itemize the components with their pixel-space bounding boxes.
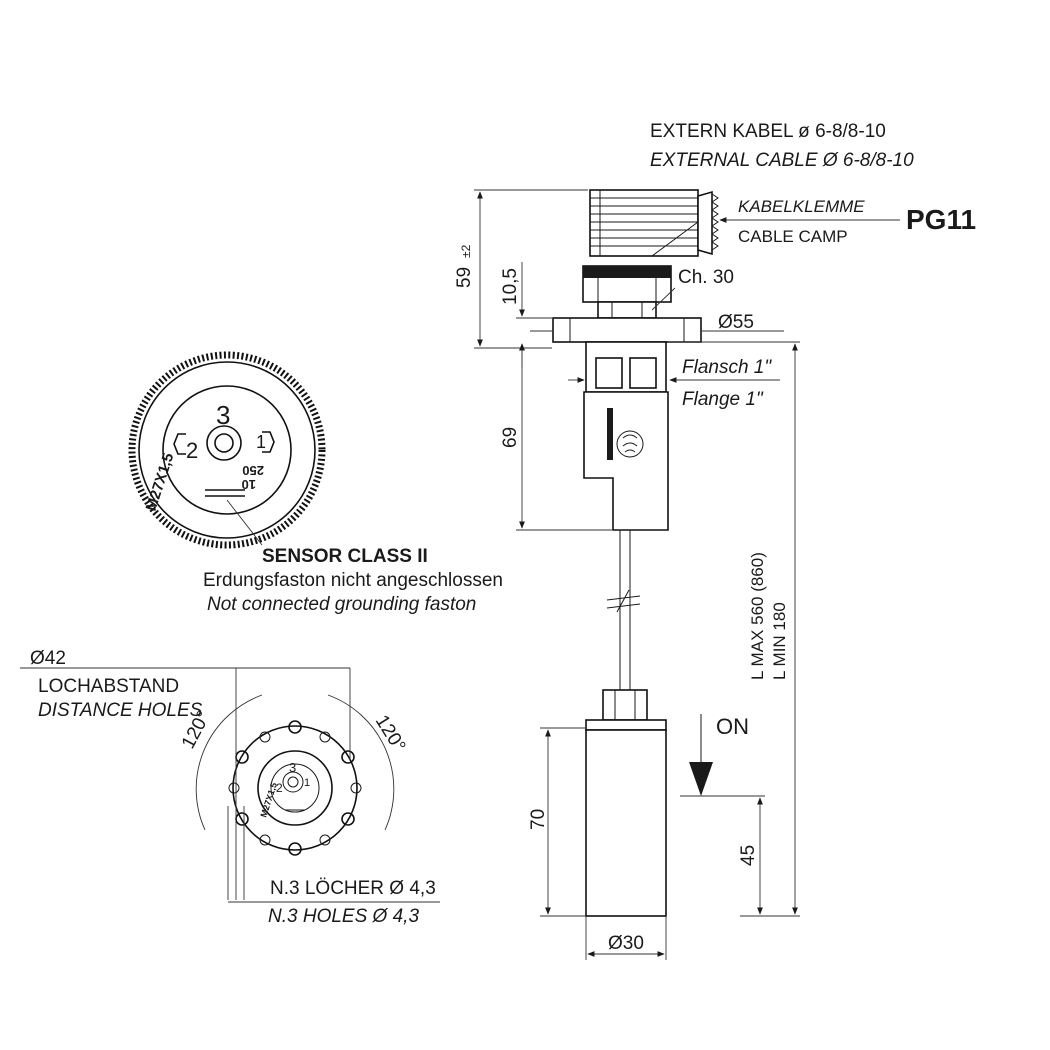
flange-bottom-view [195,694,395,856]
float [585,689,667,917]
l-min-label: L MIN 180 [770,602,789,680]
dim-10-5: 10,5 [500,268,521,305]
wrench-size-label: Ch. 30 [678,267,734,288]
dim-42-label: Ø42 [30,648,66,669]
lochabstand-label: LOCHABSTAND [38,676,179,697]
conn-num-10: 10 [242,477,256,492]
erdung-de-label: Erdungsfaston nicht angeschlossen [203,570,503,591]
distance-holes-label: DISTANCE HOLES [38,700,203,721]
erdung-en-label: Not connected grounding faston [207,594,476,615]
kabelklemme-label: KABELKLEMME [738,197,865,216]
pg11-label: PG11 [906,204,976,235]
dim-70: 70 [528,809,549,830]
extern-kabel-label: EXTERN KABEL ø 6-8/8-10 [650,121,886,142]
dim-59: 59 [454,267,475,288]
dim-69: 69 [500,427,521,448]
flange-pin-2: 2 [276,781,283,795]
connector-top-view [128,351,326,549]
conn-pin-3: 3 [216,400,230,430]
flange-label: Flange 1" [682,389,764,410]
flange-pin-1: 1 [304,777,310,789]
conn-pin-2: 2 [186,438,198,463]
conn-pin-1: 1 [256,432,266,452]
flange-holes [228,720,362,856]
holes-de-label: N.3 LÖCHER Ø 4,3 [270,878,436,899]
conn-num-250: 250 [242,463,264,478]
l-max-label: L MAX 560 (860) [748,552,767,680]
sensor-body [583,341,669,531]
sensor-class-label: SENSOR CLASS II [262,546,428,567]
dim-float-dia: Ø30 [608,933,644,954]
flange-pin-3: 3 [289,760,296,775]
cable-camp-label: CABLE CAMP [738,227,848,246]
dim-45: 45 [738,845,759,866]
flansch-label: Flansch 1" [682,357,772,378]
connector-head [589,189,719,257]
dim-59-tol: ±2 [459,244,473,258]
angle-right-label: 120° [371,712,410,756]
dim-flange-dia: Ø55 [718,312,754,333]
flange-disk [552,317,702,343]
flange-thread-label: M27X1,5 [258,781,279,818]
hex-nut [582,265,672,319]
cable [606,530,641,690]
holes-en-label: N.3 HOLES Ø 4,3 [268,906,419,927]
external-cable-label: EXTERNAL CABLE Ø 6-8/8-10 [650,150,914,171]
on-label: ON [716,714,749,739]
